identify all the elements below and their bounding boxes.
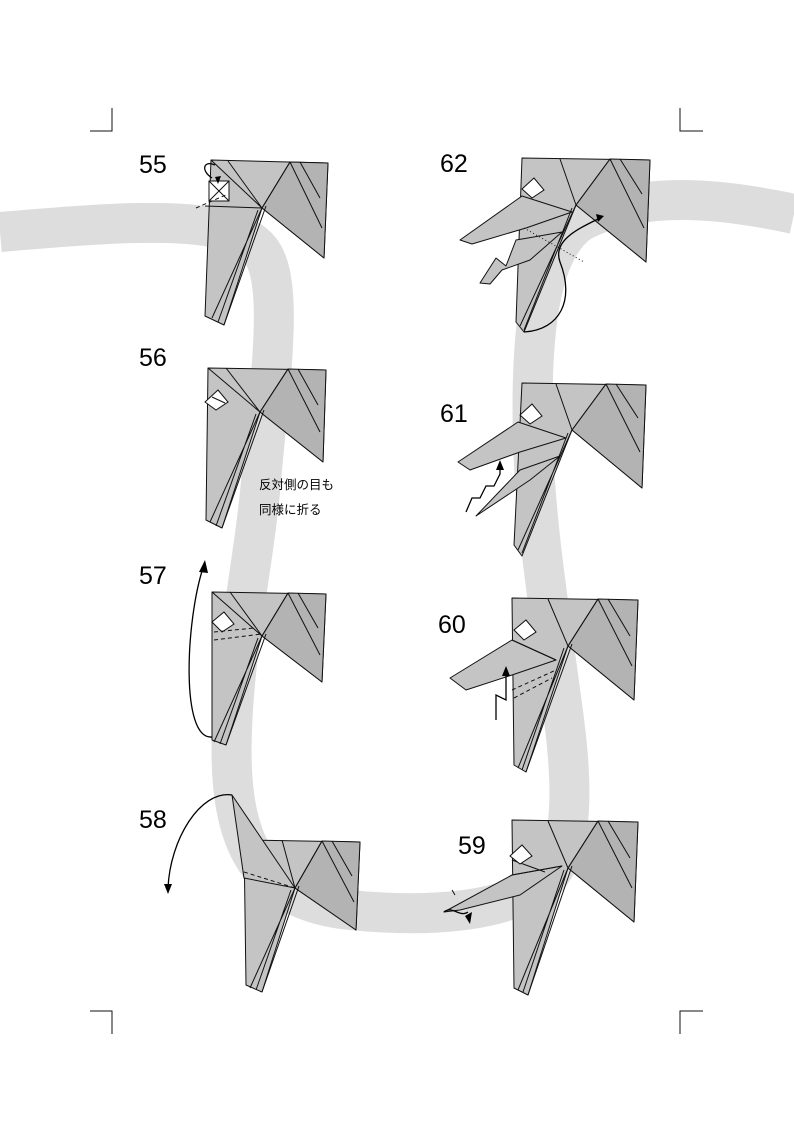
step-56-note: 反対側の目も 同様に折る	[259, 472, 334, 522]
step-number-58: 58	[139, 806, 167, 834]
step-number-56: 56	[139, 344, 167, 372]
step-55-diagram	[195, 159, 329, 326]
step-number-57: 57	[139, 562, 167, 590]
step-61-diagram	[457, 382, 647, 557]
step-number-55: 55	[139, 151, 167, 179]
step-56-diagram	[204, 367, 327, 529]
step-57-diagram	[188, 560, 327, 746]
crop-marks	[90, 108, 703, 1034]
step-60-diagram	[449, 597, 639, 773]
step-58-diagram	[164, 794, 361, 993]
background-ribbon	[0, 180, 794, 934]
step-59-diagram	[443, 819, 639, 996]
step-number-60: 60	[438, 611, 466, 639]
step-number-62: 62	[440, 150, 468, 178]
step-number-59: 59	[458, 832, 486, 860]
step-62-diagram	[459, 157, 651, 333]
note-line-1: 反対側の目も	[259, 477, 335, 492]
note-line-2: 同様に折る	[259, 502, 322, 517]
step-number-61: 61	[440, 400, 468, 428]
